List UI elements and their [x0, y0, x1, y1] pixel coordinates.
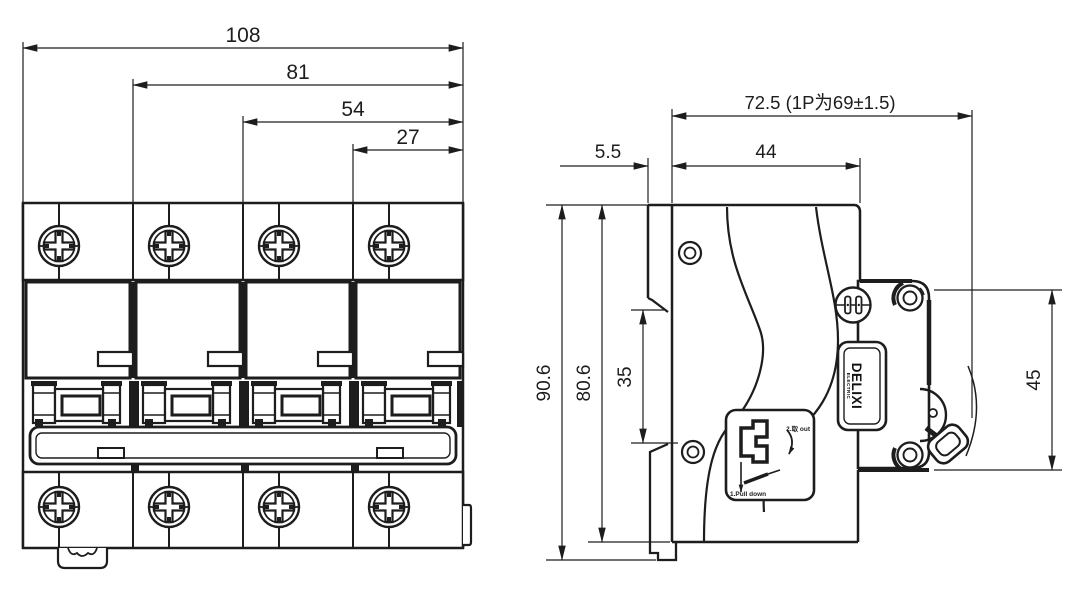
dim-width-3-poles: 81: [286, 61, 309, 84]
front-toggle-handles: [29, 379, 463, 428]
handle-swing-arc: [965, 365, 978, 457]
front-extension-lines: [22, 42, 464, 203]
dim-rail-recess: 5.5: [595, 142, 621, 163]
face-contour-left: [702, 206, 765, 543]
din-clip-instruction-label: 2.取 out 1.Pull down: [724, 408, 816, 502]
dim-din-channel: 35: [615, 366, 636, 387]
phillips-screw-icon: [147, 485, 191, 529]
pole-handle: [29, 379, 124, 428]
phillips-screw-icon: [257, 485, 301, 529]
brand-plate: DELIXI ELECTRIC: [836, 340, 888, 432]
side-dimensions: 72.5 (1P为69±1.5) 5.5 44 90.6 80.6 35 45: [534, 92, 1056, 561]
terminal-screw-top-icon: [891, 281, 925, 312]
rivet-bottom-icon: [680, 439, 706, 465]
side-operating-handle: [919, 365, 978, 465]
front-dimensions: 108 81 54 27: [22, 24, 464, 154]
dim-width-1-pole: 27: [396, 126, 419, 149]
brand-sub: ELECTRIC: [846, 373, 851, 400]
front-top-terminal-section: [21, 201, 465, 282]
dim-height-overall: 90.6: [534, 365, 555, 402]
dim-body-depth: 44: [755, 142, 777, 163]
pole-handle: [139, 379, 234, 428]
side-view: 72.5 (1P为69±1.5) 5.5 44 90.6 80.6 35 45: [534, 92, 1062, 562]
dim-height-body: 80.6: [574, 365, 595, 402]
phillips-screw-icon: [367, 485, 411, 529]
terminal-screw-bottom-icon: [891, 441, 924, 472]
din-clip-tab: [648, 542, 678, 562]
handle-tie-bar: [28, 425, 458, 473]
dim-total-width: 108: [225, 24, 260, 47]
front-view: 108 81 54 27: [21, 24, 473, 570]
front-bottom-terminal-section: [21, 470, 465, 550]
side-extension-lines: [546, 109, 1062, 561]
dim-width-2-poles: 54: [341, 98, 365, 121]
phillips-screw-icon: [367, 224, 411, 268]
phillips-screw-icon: [37, 224, 81, 268]
side-body-outline: [646, 203, 862, 562]
phillips-screw-icon: [147, 224, 191, 268]
dim-terminal-block-height: 45: [1024, 369, 1045, 390]
front-pole-panels: [24, 280, 465, 380]
mounting-tab: [56, 548, 109, 570]
dim-depth-overall: 72.5 (1P为69±1.5): [744, 92, 895, 113]
clip-instruction-step2: 2.取 out: [786, 424, 811, 433]
pole-handle: [359, 379, 454, 428]
brand-name: DELIXI: [849, 363, 864, 410]
pole-handle: [249, 379, 344, 428]
mounting-tab-scallop: [67, 547, 98, 557]
phillips-screw-icon: [257, 224, 301, 268]
rivet-top-icon: [677, 240, 703, 266]
clip-instruction-step1: 1.Pull down: [730, 491, 766, 498]
clamp-screw-icon: [834, 286, 872, 324]
phillips-screw-icon: [37, 485, 81, 529]
side-nub: [463, 503, 473, 547]
